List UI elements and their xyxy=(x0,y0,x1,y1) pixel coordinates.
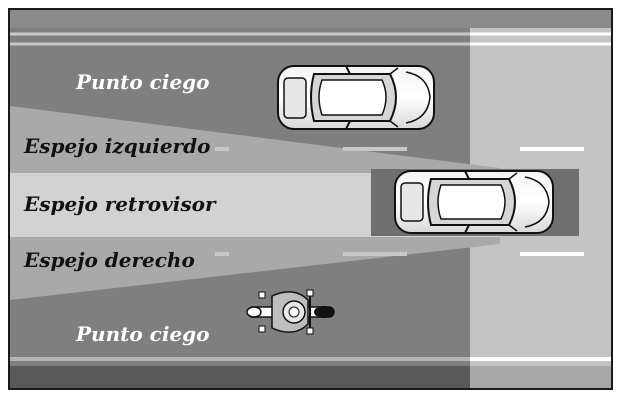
label-right-mirror: Espejo derecho xyxy=(24,248,195,272)
lane-dash xyxy=(520,147,584,151)
top-shoulder xyxy=(10,10,611,28)
motorcycle-icon xyxy=(246,289,335,335)
lane-dash xyxy=(215,147,229,151)
label-left-mirror: Espejo izquierdo xyxy=(24,134,211,158)
bottom-shoulder xyxy=(10,366,611,388)
diagram-frame: Punto ciego Espejo izquierdo Espejo retr… xyxy=(8,8,613,390)
bottom-shoulder-right xyxy=(470,366,611,388)
road-scene xyxy=(10,10,611,388)
lane-dash xyxy=(343,252,407,256)
lane-dash xyxy=(343,147,407,151)
lane-dash xyxy=(520,252,584,256)
label-rear-mirror: Espejo retrovisor xyxy=(24,192,216,216)
car-top-icon xyxy=(277,65,435,130)
label-blind-spot-top: Punto ciego xyxy=(76,70,210,94)
lane-dash xyxy=(215,252,229,256)
car-center-icon xyxy=(394,170,554,234)
label-blind-spot-bottom: Punto ciego xyxy=(76,322,210,346)
